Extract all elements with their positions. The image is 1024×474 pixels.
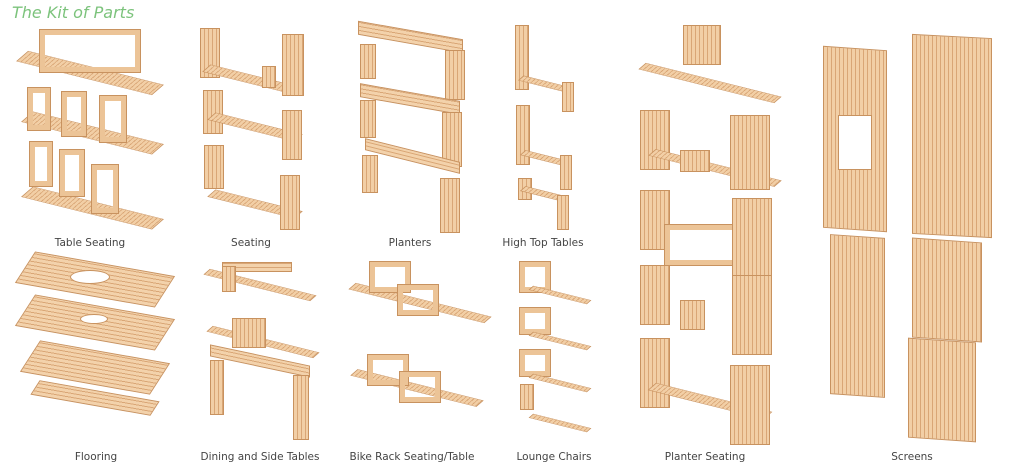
label-dining-side-tables: Dining and Side Tables — [200, 451, 320, 463]
label-flooring: Flooring — [74, 451, 118, 463]
page-title: The Kit of Parts — [12, 3, 135, 22]
label-lounge-chairs: Lounge Chairs — [516, 451, 592, 463]
label-planters: Planters — [388, 237, 432, 249]
label-bike-rack-seating-table: Bike Rack Seating/Table — [349, 451, 475, 463]
label-seating: Seating — [231, 237, 271, 249]
label-planter-seating: Planter Seating — [664, 451, 746, 463]
label-high-top-tables: High Top Tables — [502, 237, 584, 249]
label-table-seating: Table Seating — [54, 237, 126, 249]
label-screens: Screens — [891, 451, 933, 463]
